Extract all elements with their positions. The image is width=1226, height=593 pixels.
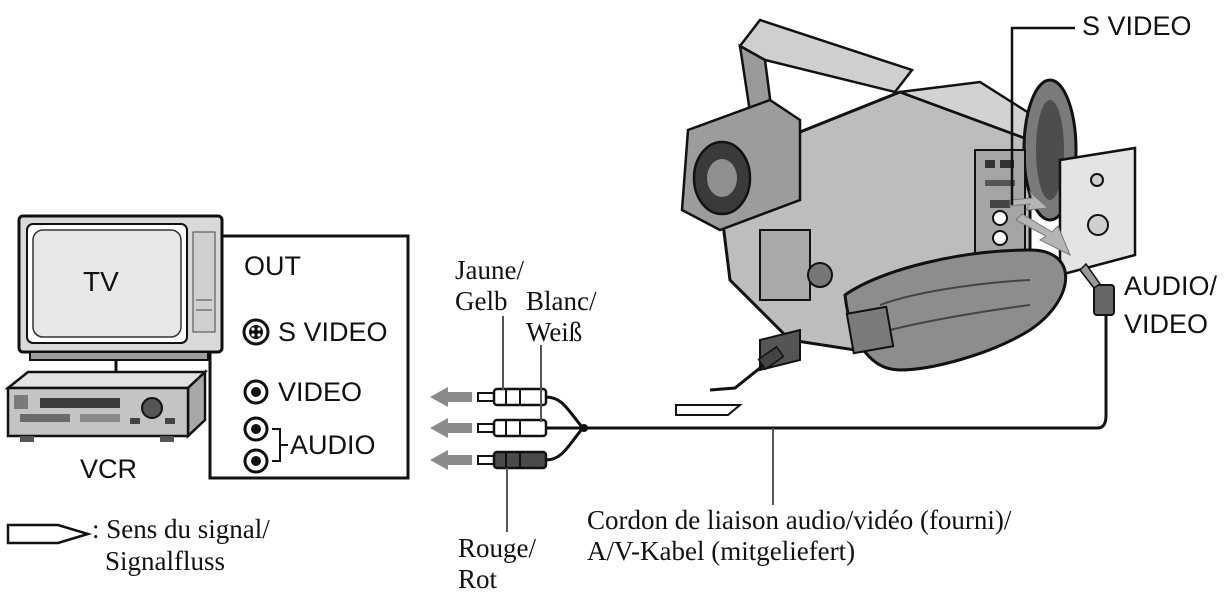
video-panel-label: VIDEO (278, 377, 363, 407)
camcorder-icon (680, 18, 1137, 392)
svideo-top-label: S VIDEO (1082, 11, 1192, 41)
vcr-label: VCR (80, 454, 138, 484)
signal-arrow-icon (430, 387, 472, 470)
vcr-icon (4, 369, 209, 442)
svideo-jack-icon (242, 318, 270, 346)
svideo-panel-label: S VIDEO (278, 317, 388, 347)
blanc-label: Blanc/ (526, 286, 597, 316)
rca-jack-icon (243, 379, 269, 474)
out-label: OUT (244, 251, 301, 281)
audio-video-label-1: AUDIO/ (1124, 271, 1218, 301)
cable-label-fr: Cordon de liaison audio/vidéo (fourni)/ (587, 505, 1012, 535)
gelb-label: Gelb (455, 286, 508, 316)
legend-label-fr: : Sens du signal/ (92, 514, 270, 544)
cable-label-de: A/V-Kabel (mitgeliefert) (587, 536, 856, 566)
rouge-label: Rouge/ (458, 533, 536, 563)
rca-plug-icon (477, 387, 548, 470)
weiss-label: Weiß (526, 317, 583, 347)
tv-icon (17, 214, 224, 361)
legend-label-de: Signalfluss (105, 546, 226, 576)
tv-label: TV (83, 266, 119, 297)
audio-video-label-2: VIDEO (1124, 309, 1209, 339)
rot-label: Rot (458, 564, 498, 593)
jaune-label: Jaune/ (455, 255, 524, 285)
audio-panel-label: AUDIO (290, 430, 376, 460)
